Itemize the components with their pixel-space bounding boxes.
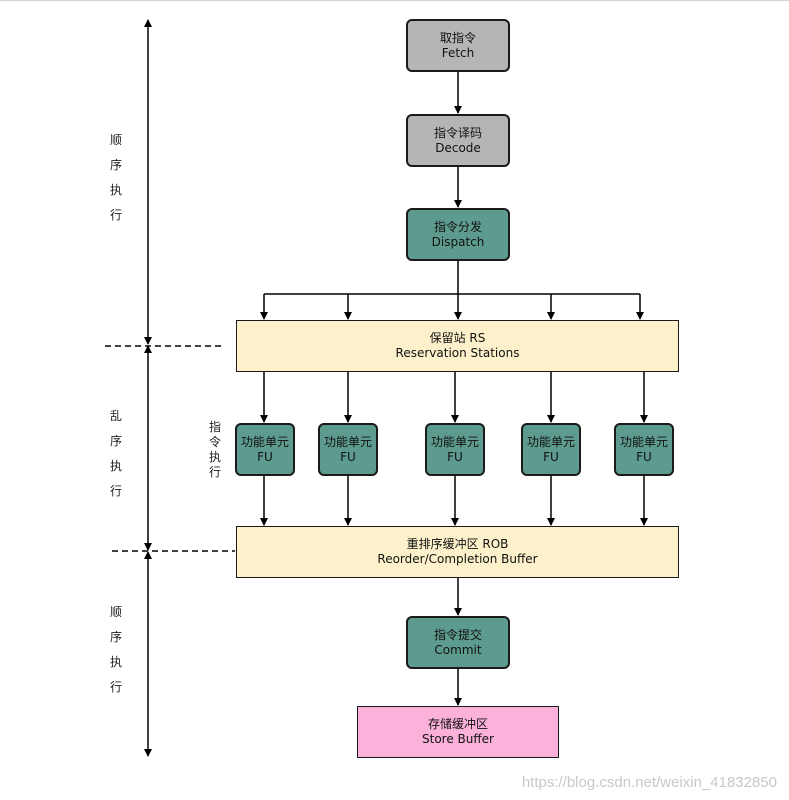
commit-en: Commit	[434, 642, 482, 657]
decode-box: 指令译码 Decode	[406, 114, 510, 167]
decode-zh: 指令译码	[433, 125, 482, 140]
rob-box: 重排序缓冲区 ROB Reorder/Completion Buffer	[236, 526, 679, 578]
fu-box-1: 功能单元 FU	[235, 423, 295, 476]
store-zh: 存储缓冲区	[427, 717, 488, 731]
rs-en: Reservation Stations	[395, 346, 520, 360]
rs-zh: 保留站 RS	[429, 331, 486, 345]
fu-box-5: 功能单元 FU	[614, 423, 674, 476]
fetch-zh: 取指令	[439, 30, 476, 45]
fu-box-4: 功能单元 FU	[521, 423, 581, 476]
decode-en: Decode	[435, 140, 481, 155]
dispatch-en: Dispatch	[431, 234, 485, 249]
fetch-en: Fetch	[441, 45, 475, 60]
commit-box: 指令提交 Commit	[406, 616, 510, 669]
label-fu-exec: 指 令 执 行	[208, 420, 221, 479]
rob-en: Reorder/Completion Buffer	[377, 552, 538, 566]
label-in-order-top: 顺 序 执 行	[109, 133, 122, 222]
label-out-of-order: 乱 序 执 行	[109, 409, 122, 498]
fu-box-2: 功能单元 FU	[318, 423, 378, 476]
fetch-box: 取指令 Fetch	[406, 19, 510, 72]
label-in-order-bottom: 顺 序 执 行	[109, 605, 122, 694]
reservation-stations-box: 保留站 RS Reservation Stations	[236, 320, 679, 372]
top-border	[0, 0, 789, 1]
commit-zh: 指令提交	[433, 627, 482, 642]
watermark: https://blog.csdn.net/weixin_41832850	[521, 774, 777, 791]
store-en: Store Buffer	[422, 732, 494, 746]
store-buffer-box: 存储缓冲区 Store Buffer	[357, 706, 559, 758]
rob-zh: 重排序缓冲区 ROB	[406, 537, 509, 551]
dispatch-box: 指令分发 Dispatch	[406, 208, 510, 261]
dispatch-zh: 指令分发	[433, 219, 482, 234]
fu-box-3: 功能单元 FU	[425, 423, 485, 476]
